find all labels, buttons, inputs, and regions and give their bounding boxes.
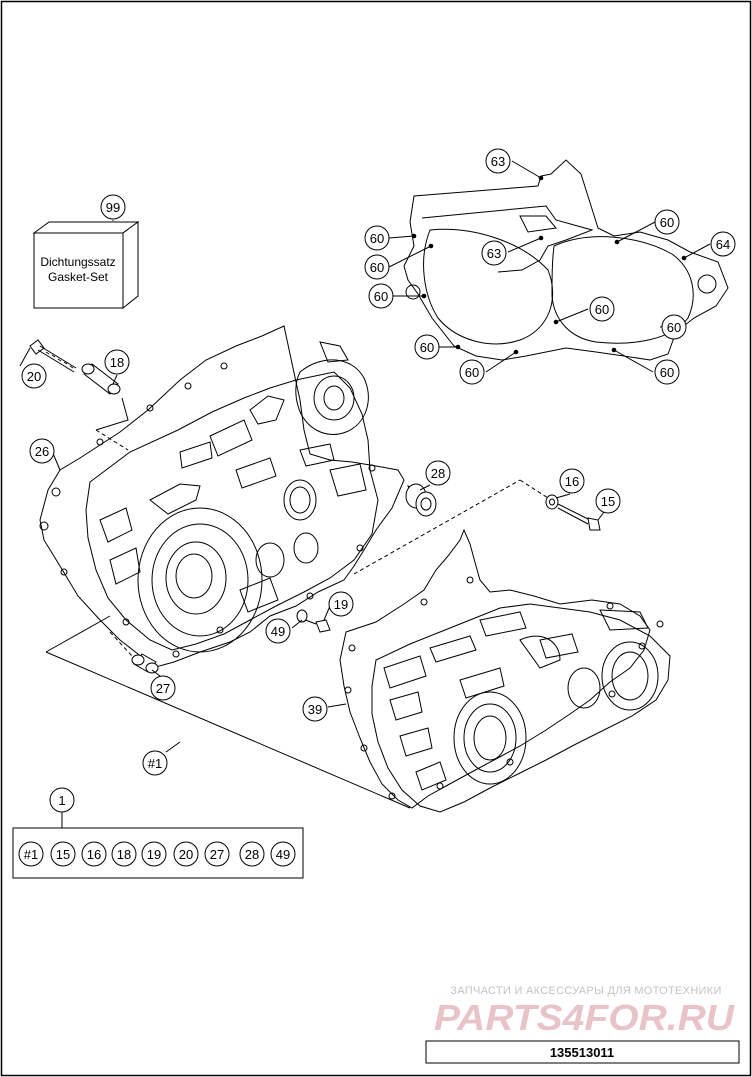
svg-text:49: 49 <box>271 624 285 639</box>
watermark-brand: PARTS4FOR.RU <box>434 997 735 1038</box>
callout-60-d[interactable]: 60 <box>414 334 440 360</box>
svg-text:1: 1 <box>58 793 65 808</box>
svg-text:20: 20 <box>27 369 41 384</box>
svg-text:60: 60 <box>595 302 609 317</box>
svg-text:60: 60 <box>370 260 384 275</box>
leader-28 <box>419 484 431 491</box>
callout-27[interactable]: 27 <box>150 675 176 701</box>
svg-text:64: 64 <box>716 237 730 252</box>
callout-60-b[interactable]: 60 <box>364 254 390 280</box>
svg-text:60: 60 <box>465 365 479 380</box>
svg-text:49: 49 <box>276 847 290 862</box>
callout-19[interactable]: 19 <box>328 591 354 617</box>
callout-15[interactable]: 15 <box>595 488 621 514</box>
svg-text:60: 60 <box>660 365 674 380</box>
callout-64[interactable]: 64 <box>710 231 736 257</box>
svg-text:27: 27 <box>210 847 224 862</box>
svg-text:15: 15 <box>56 847 70 862</box>
bolt-20[interactable] <box>29 339 77 373</box>
gasket-set-box[interactable]: Dichtungssatz Gasket-Set <box>32 221 140 310</box>
callout-99[interactable]: 99 <box>100 194 126 220</box>
svg-text:19: 19 <box>147 847 161 862</box>
svg-text:#1: #1 <box>24 847 38 862</box>
svg-text:28: 28 <box>431 466 445 481</box>
callout-1[interactable]: 1 <box>49 787 75 813</box>
svg-text:60: 60 <box>660 215 674 230</box>
svg-text:20: 20 <box>179 847 193 862</box>
part-code: 135513011 <box>550 1045 614 1060</box>
part-code-box <box>425 1040 740 1064</box>
callout-28[interactable]: 28 <box>425 460 451 486</box>
washer-16[interactable] <box>545 494 559 510</box>
svg-text:19: 19 <box>334 597 348 612</box>
svg-text:16: 16 <box>87 847 101 862</box>
svg-text:18: 18 <box>110 355 124 370</box>
kit-item[interactable]: 27 <box>204 841 230 867</box>
kit-item[interactable]: #1 <box>18 841 44 867</box>
callout-60-e[interactable]: 60 <box>459 359 485 385</box>
gasket-set-label-en: Gasket-Set <box>48 270 109 284</box>
dowel-27[interactable] <box>131 653 159 674</box>
kit-contents-row: #1 15 16 18 19 20 27 28 49 <box>18 841 296 867</box>
svg-text:27: 27 <box>156 681 170 696</box>
watermark-tagline: ЗАПЧАСТИ И АКСЕССУАРЫ ДЛЯ МОТОТЕХНИКИ <box>450 985 721 997</box>
callout-60-i[interactable]: 60 <box>654 359 680 385</box>
right-fastener-leaders <box>555 493 605 521</box>
svg-text:60: 60 <box>370 231 384 246</box>
svg-text:26: 26 <box>35 444 49 459</box>
leaders-19-49 <box>291 605 331 629</box>
callout-20[interactable]: 20 <box>21 363 47 389</box>
svg-text:99: 99 <box>106 200 120 215</box>
svg-text:63: 63 <box>487 246 501 261</box>
gasket-set-label-de: Dichtungssatz <box>40 255 115 269</box>
callout-60-f[interactable]: 60 <box>654 209 680 235</box>
svg-text:60: 60 <box>667 320 681 335</box>
callout-26[interactable]: 26 <box>29 438 55 464</box>
svg-text:18: 18 <box>117 847 131 862</box>
svg-text:60: 60 <box>420 340 434 355</box>
kit-item[interactable]: 16 <box>81 841 107 867</box>
svg-text:16: 16 <box>565 474 579 489</box>
kit-item[interactable]: 18 <box>111 841 137 867</box>
callout-60-c[interactable]: 60 <box>368 283 394 309</box>
callout-49[interactable]: 49 <box>265 618 291 644</box>
kit-item[interactable]: 49 <box>270 841 296 867</box>
svg-text:60: 60 <box>374 289 388 304</box>
screw-15[interactable] <box>557 503 601 531</box>
callout-39[interactable]: 39 <box>302 696 328 722</box>
kit-item[interactable]: 20 <box>173 841 199 867</box>
kit-item[interactable]: 28 <box>239 841 265 867</box>
right-crankcase-half[interactable] <box>339 528 671 813</box>
assembly-guide-lines <box>45 429 549 828</box>
svg-text:28: 28 <box>245 847 259 862</box>
callout-63-top[interactable]: 63 <box>485 148 511 174</box>
gasket-bolt-markers <box>411 175 687 355</box>
bearing-28[interactable] <box>405 483 437 517</box>
svg-text:39: 39 <box>308 702 322 717</box>
callout-60-g[interactable]: 60 <box>589 296 615 322</box>
leader-27 <box>151 669 161 677</box>
callout-set-1[interactable]: #1 <box>142 750 168 776</box>
svg-text:63: 63 <box>491 154 505 169</box>
svg-text:15: 15 <box>601 494 615 509</box>
callout-60-a[interactable]: 60 <box>364 225 390 251</box>
kit-item[interactable]: 15 <box>50 841 76 867</box>
callout-63-inner[interactable]: 63 <box>481 240 507 266</box>
callout-18[interactable]: 18 <box>104 349 130 375</box>
dowel-sleeve-18[interactable] <box>81 363 121 395</box>
washer-49[interactable] <box>296 609 308 623</box>
kit-item[interactable]: 19 <box>141 841 167 867</box>
svg-text:#1: #1 <box>148 756 162 771</box>
callout-60-h[interactable]: 60 <box>661 314 687 340</box>
left-crankcase-half[interactable] <box>39 325 405 669</box>
gasket-leaders <box>388 160 711 373</box>
leader-39 <box>327 703 347 708</box>
callout-16[interactable]: 16 <box>559 468 585 494</box>
